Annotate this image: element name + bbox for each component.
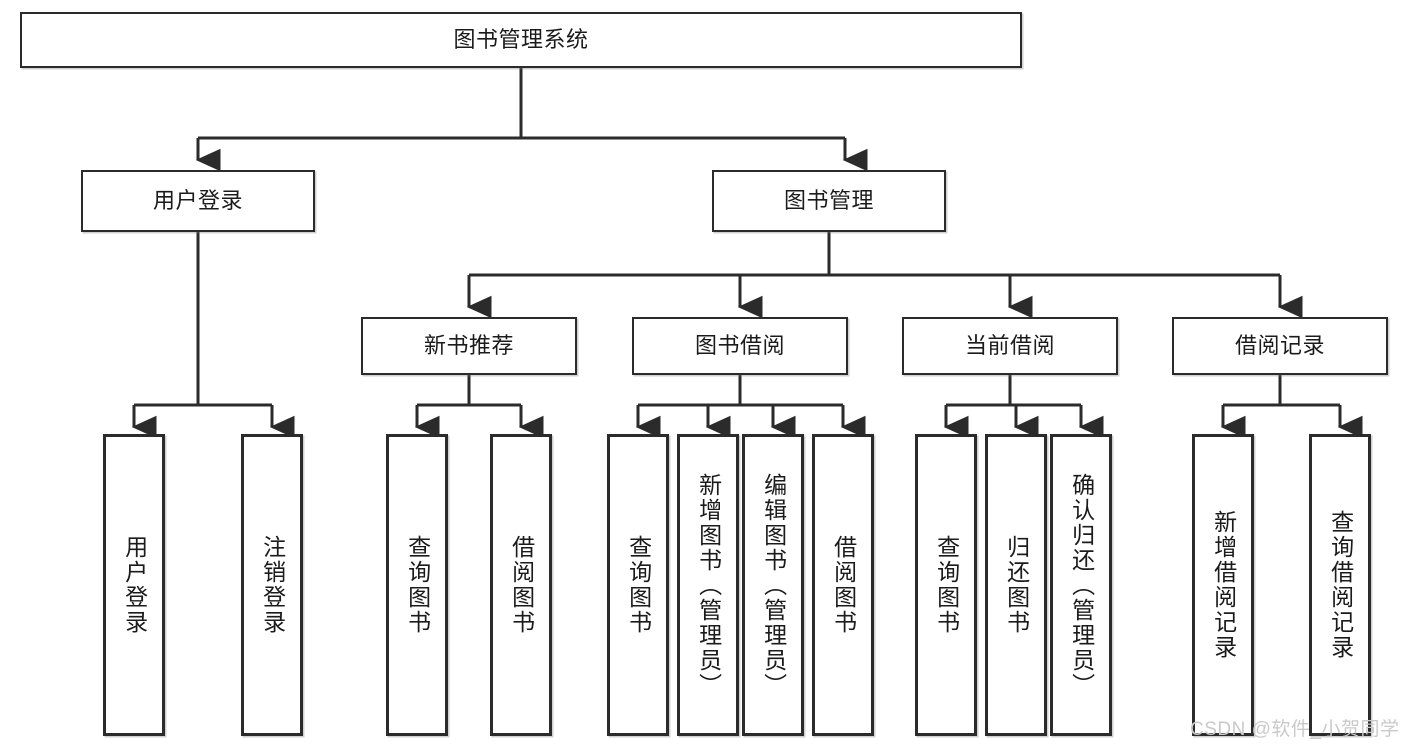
- leaf-return-book[interactable]: 归还图书: [985, 434, 1047, 736]
- leaf-user-login-label: 用户登录: [121, 535, 148, 635]
- node-user-login[interactable]: 用户登录: [81, 170, 315, 232]
- leaf-edit-book-label: 编辑图书（管理员）: [760, 472, 787, 698]
- leaf-confirm-return-label: 确认归还（管理员）: [1068, 472, 1095, 698]
- leaf-borrow-book-1[interactable]: 借阅图书: [490, 434, 552, 736]
- node-book-manage[interactable]: 图书管理: [712, 170, 946, 232]
- leaf-add-record-label: 新增借阅记录: [1210, 510, 1237, 660]
- node-new-book-recommend[interactable]: 新书推荐: [361, 317, 577, 375]
- leaf-confirm-return[interactable]: 确认归还（管理员）: [1050, 434, 1112, 736]
- node-borrow-record[interactable]: 借阅记录: [1172, 317, 1388, 375]
- leaf-add-book-label: 新增图书（管理员）: [695, 472, 722, 698]
- leaf-add-record[interactable]: 新增借阅记录: [1192, 434, 1254, 736]
- leaf-return-book-label: 归还图书: [1003, 535, 1030, 635]
- leaf-borrow-book-2-label: 借阅图书: [830, 535, 857, 635]
- leaf-query-book-2[interactable]: 查询图书: [607, 434, 669, 736]
- leaf-query-book-3-label: 查询图书: [933, 535, 960, 635]
- leaf-logout-login-label: 注销登录: [259, 535, 286, 635]
- leaf-add-book[interactable]: 新增图书（管理员）: [677, 434, 739, 736]
- node-borrow-record-label: 借阅记录: [1234, 332, 1325, 358]
- node-root-label: 图书管理系统: [453, 26, 589, 52]
- leaf-edit-book[interactable]: 编辑图书（管理员）: [742, 434, 804, 736]
- leaf-query-book-1-label: 查询图书: [404, 535, 431, 635]
- leaf-query-book-2-label: 查询图书: [625, 535, 652, 635]
- leaf-query-book-1[interactable]: 查询图书: [386, 434, 448, 736]
- node-root[interactable]: 图书管理系统: [20, 12, 1022, 68]
- leaf-query-record-label: 查询借阅记录: [1327, 510, 1354, 660]
- leaf-borrow-book-2[interactable]: 借阅图书: [812, 434, 874, 736]
- leaf-logout-login[interactable]: 注销登录: [241, 434, 303, 736]
- leaf-borrow-book-1-label: 借阅图书: [508, 535, 535, 635]
- csdn-watermark: CSDN @软件_小贺同学: [1190, 719, 1400, 740]
- node-current-borrow-label: 当前借阅: [964, 332, 1055, 358]
- leaf-query-book-3[interactable]: 查询图书: [915, 434, 977, 736]
- node-book-borrow-label: 图书借阅: [694, 332, 785, 358]
- node-book-borrow[interactable]: 图书借阅: [632, 317, 848, 375]
- node-user-login-label: 用户登录: [152, 187, 243, 213]
- leaf-user-login[interactable]: 用户登录: [103, 434, 165, 736]
- node-new-book-recommend-label: 新书推荐: [423, 332, 514, 358]
- node-current-borrow[interactable]: 当前借阅: [902, 317, 1118, 375]
- node-book-manage-label: 图书管理: [783, 187, 874, 213]
- leaf-query-record[interactable]: 查询借阅记录: [1309, 434, 1371, 736]
